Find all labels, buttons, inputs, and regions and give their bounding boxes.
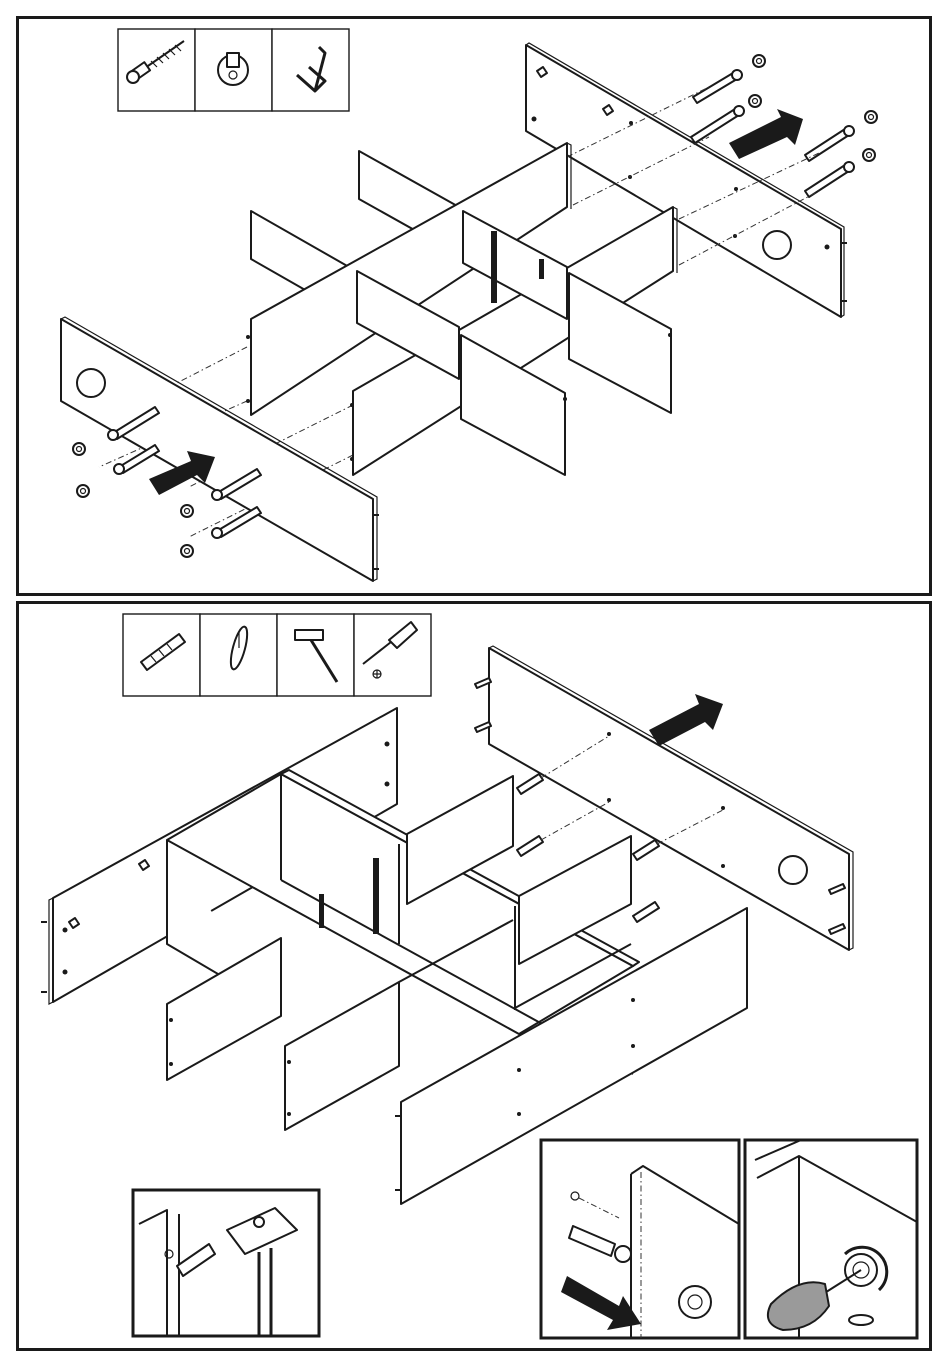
shelf-grid <box>246 143 677 475</box>
push-arrow-left <box>649 694 723 746</box>
cable-hole <box>763 231 791 259</box>
step-2-diagram <box>19 604 929 1348</box>
hammer-dowel-detail <box>133 1190 319 1336</box>
step-1-parts-legend <box>118 29 349 111</box>
cam-tighten-detail <box>745 1140 917 1338</box>
step-1-diagram <box>19 19 929 593</box>
step-2-parts-legend <box>123 614 431 696</box>
cam-insert-detail <box>541 1140 739 1338</box>
cable-hole <box>779 856 807 884</box>
cable-hole <box>77 369 105 397</box>
step-2-panel <box>16 601 932 1351</box>
step-1-panel <box>16 16 932 596</box>
legend-box-hammer <box>277 614 354 696</box>
legend-box-screwdriver <box>354 614 431 696</box>
